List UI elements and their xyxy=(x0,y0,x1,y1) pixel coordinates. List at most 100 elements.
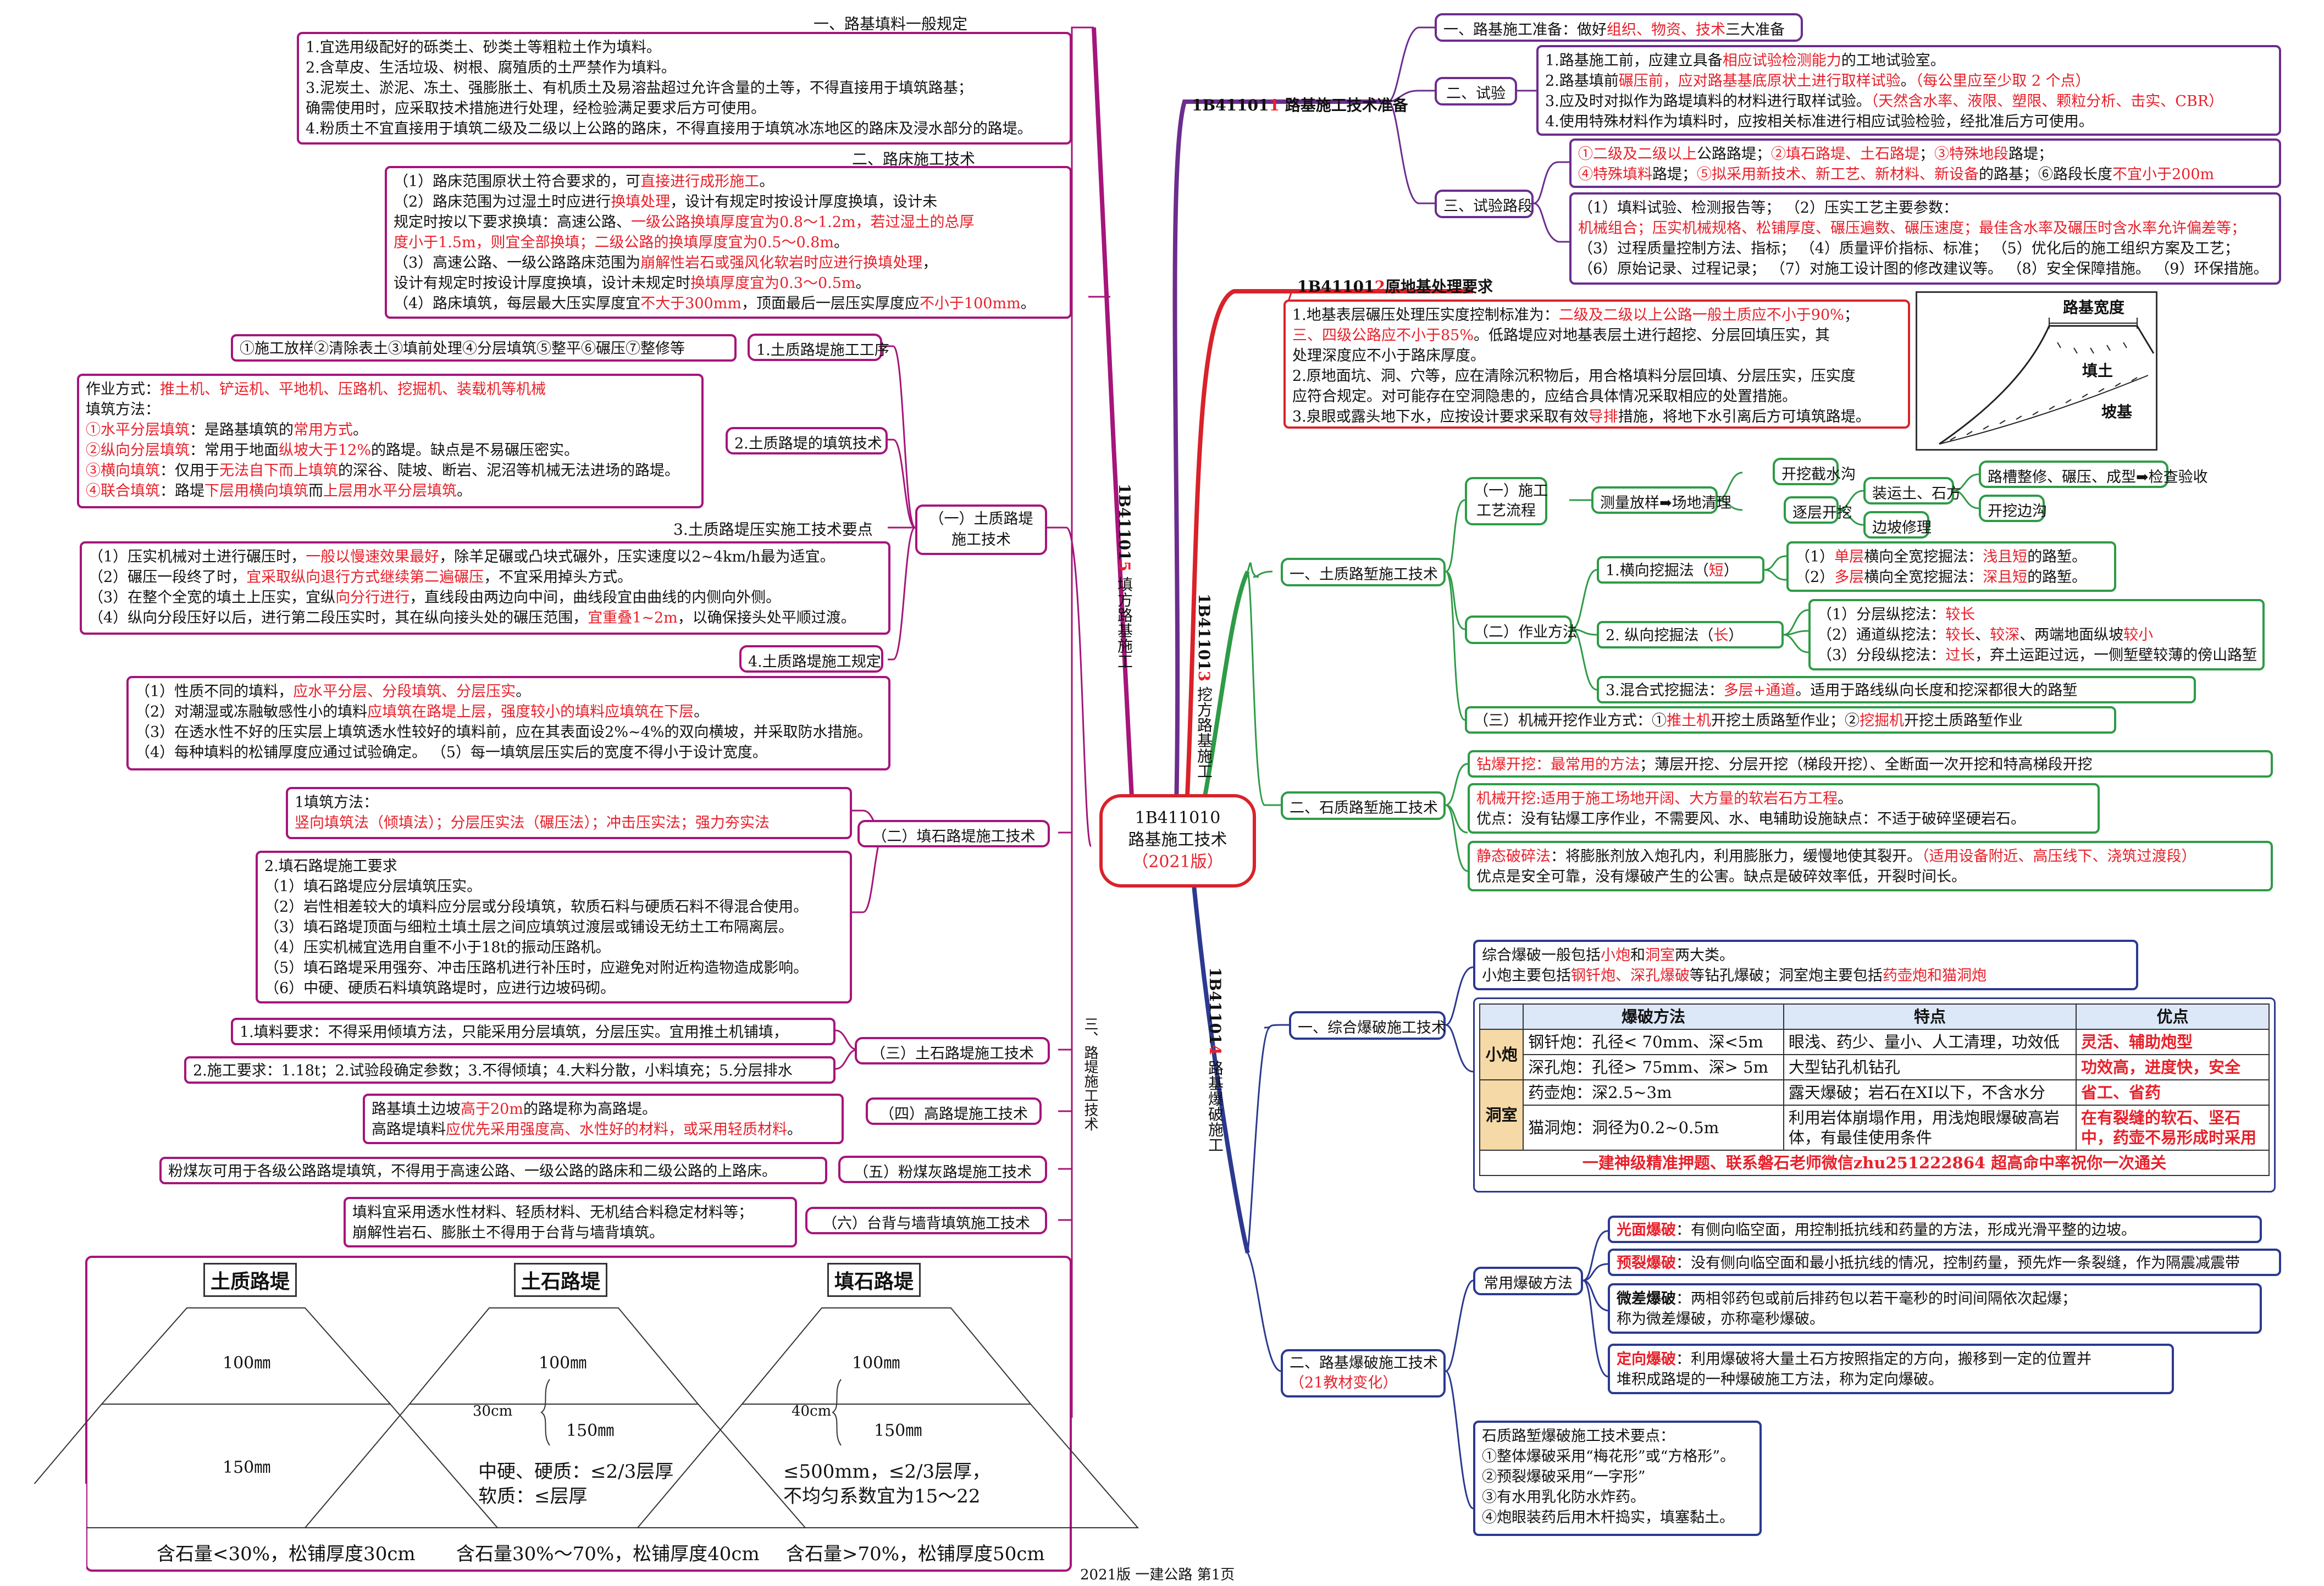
p3-label[interactable]: 三、试验路段 xyxy=(1435,190,1534,218)
dg3-l1: ≤500mm，≤2/3层厚， xyxy=(783,1461,991,1483)
center-year: （2021版） xyxy=(1132,852,1224,872)
sec3-title: 三、路堤施工技术 xyxy=(1082,1017,1098,1131)
hi-box: 路基填土边坡高于20m的路堤称为高路堤。 高路堤填料应优先采用强度高、水性好的材… xyxy=(363,1094,844,1144)
dg3-cap: 含石量>70%，松铺厚度50cm xyxy=(786,1543,1045,1565)
cb1-box: 光面爆破：有侧向临空面，用控制抵抗线和药量的方法，形成光滑平整的边坡。 xyxy=(1608,1216,2262,1243)
center-node[interactable]: 1B411010 路基施工技术 （2021版） xyxy=(1099,794,1256,888)
table-row: 猫洞炮：洞径为0.2~0.5m 利用岩体崩塌作用，用浅炮眼爆破高岩体，有最佳使用… xyxy=(1480,1105,2270,1151)
dg2-title: 土石路堤 xyxy=(514,1263,608,1297)
dg3-top: 100㎜ xyxy=(852,1354,900,1373)
n3-label[interactable]: 3.土质路堤压实施工技术要点 xyxy=(673,520,873,539)
cb4-box: 定向爆破：利用爆破将大量土石方按照指定的方向，搬移到一定的位置并 堆积成路堤的一… xyxy=(1608,1344,2174,1394)
page-footer: 2021版 一建公路 第1页 xyxy=(1080,1567,1235,1583)
p3-box-b: （1）填料试验、检测报告等； （2）压实工艺主要参数： 机械组合；压实机械规格、… xyxy=(1569,192,2281,285)
hi-label[interactable]: （四）高路堤施工技术 xyxy=(866,1097,1042,1125)
subgrade-sketch: 路基宽度 填土 坡基 xyxy=(1916,291,2157,451)
e1a-label[interactable]: （一）施工 工艺流程 xyxy=(1465,477,1548,525)
foundation-box: 1.地基表层碾压处理压实度控制标准为：二级及二级以上公路一般土质应不小于90%；… xyxy=(1283,300,1910,429)
p1-label[interactable]: 一、路基施工准备：做好组织、物资、技术三大准备 xyxy=(1435,13,1803,42)
center-code: 1B411010 xyxy=(1135,808,1221,828)
table-row: 深孔炮：孔径> 75mm、深> 5m 大型钻孔机钻孔 功效高，进度快，安全 xyxy=(1480,1054,2270,1080)
dg2-cap: 含石量30%～70%，松铺厚度40cm xyxy=(456,1543,760,1565)
dg2-30: 30cm xyxy=(473,1403,513,1419)
left-s1-title: 一、路基填料一般规定 xyxy=(814,15,968,33)
table-header-method: 爆破方法 xyxy=(1523,1003,1784,1030)
n2-box: 作业方式：推土机、铲运机、平地机、压路机、挖掘机、装载机等机械 填筑方法： ①水… xyxy=(77,374,704,508)
fa-box: 粉煤灰可用于各级公路路堤填筑，不得用于高速公路、一级公路的路床和二级公路的上路床… xyxy=(159,1157,827,1184)
bl2-label[interactable]: 二、路基爆破施工技术 （21教材变化） xyxy=(1281,1349,1446,1398)
blasting-table: 爆破方法 特点 优点 小炮 钢钎炮：孔径< 70mm、深<5m 眼浅、药少、量小… xyxy=(1479,1003,2270,1176)
s1-line-1: 1.宜选用级配好的砾类土、砂类土等粗粒土作为填料。 xyxy=(306,39,661,56)
s1-line-3: 3.泥炭土、淤泥、冻土、强膨胀土、有机质土及易溶盐超过允许含量的土等，不得直接用… xyxy=(306,80,973,97)
dg2-150: 150㎜ xyxy=(566,1421,615,1440)
bl1-label[interactable]: 一、综合爆破施工技术 xyxy=(1289,1011,1446,1040)
sketch-fill: 填土 xyxy=(2082,362,2113,380)
table-header-advantage: 优点 xyxy=(2076,1003,2270,1030)
left-s1-box: 1.宜选用级配好的砾类土、砂类土等粗粒土作为填料。 2.含草皮、生活垃圾、树根、… xyxy=(297,32,1072,145)
n3-box: （1）压实机械对土进行碾压时，一般以慢速效果最好，除羊足碾或凸块式碾外，压实速度… xyxy=(80,541,890,635)
sketch-title: 路基宽度 xyxy=(2063,298,2125,317)
dg2-l1: 中硬、硬质：≤2/3层厚 xyxy=(478,1461,674,1483)
fill-label[interactable]: （二）填石路堤施工技术 xyxy=(857,820,1050,847)
dg3-title: 填石路堤 xyxy=(827,1263,921,1297)
e1a-b3: 装运土、石方 xyxy=(1863,477,1961,504)
e1b-h1-box: 1.横向挖掘法（短） xyxy=(1597,556,1764,584)
ts2-box: 2.施工要求：1.18t；2.试验段确定参数；3.不得倾填；4.大料分散，小料填… xyxy=(184,1056,835,1084)
tb-label[interactable]: （六）台背与墙背填筑施工技术 xyxy=(805,1207,1047,1234)
dg1-bot: 150㎜ xyxy=(223,1458,271,1477)
e1a-box: 测量放样➡场地清理 xyxy=(1591,486,1731,514)
p2-label[interactable]: 二、试验 xyxy=(1435,77,1517,106)
table-row: 洞室 药壶炮：深2.5~3m 露天爆破；岩石在XI以下，不含水分 省工、省药 xyxy=(1479,1079,2270,1151)
e1a-b6: 开挖边沟 xyxy=(1979,495,2047,522)
dg3-l2: 不均匀系数宜为15～22 xyxy=(783,1485,981,1507)
ts-label[interactable]: （三）土石路堤施工技术 xyxy=(855,1037,1050,1064)
tb-box: 填料宜采用透水性材料、轻质材料、无机结合料稳定材料等； 崩解性岩石、膨胀土不得用… xyxy=(344,1197,797,1247)
pt-box: 石质路堑爆破施工技术要点： ①整体爆破采用“梅花形”或“方格形”。 ②预裂爆破采… xyxy=(1473,1421,1762,1536)
n1-label[interactable]: 1.土质路堤施工工序 xyxy=(748,334,889,361)
e1b-h2-detail: （1）分层纵挖法：较长 （2）通道纵挖法：较长、较深、两端地面纵坡较小 （3）分… xyxy=(1808,599,2265,670)
e2-box-3: 静态破碎法：将膨胀剂放入炮孔内，利用膨胀力，缓慢地使其裂开。（适用设备附近、高压… xyxy=(1468,841,2273,891)
branch-12-title[interactable]: 1B411012原地基处理要求 xyxy=(1297,278,1493,296)
dg1-title: 土质路堤 xyxy=(203,1263,297,1297)
left-s2-title: 二、路床施工技术 xyxy=(852,150,976,168)
e1-label[interactable]: 一、土质路堑施工技术 xyxy=(1281,558,1446,586)
e1b-h3-box: 3.混合式挖掘法：多层+通道。适用于路线纵向长度和挖深都很大的路堑 xyxy=(1597,676,2196,703)
e1a-b2: 逐层开挖 xyxy=(1784,496,1852,524)
branch-11-title[interactable]: 1B411011 路基施工技术准备 xyxy=(1192,96,1408,114)
table-header-feature: 特点 xyxy=(1783,1003,2077,1030)
diagram-clip-cover-left xyxy=(0,1484,86,1586)
embankment-diagram-panel xyxy=(85,1256,1072,1572)
branch-14-title[interactable]: 1B411014 路基爆破施工 xyxy=(1206,967,1224,1152)
e2-box-1: 钻爆开挖：最常用的方法；薄层开挖、分层开挖（梯段开挖）、全断面一次开挖和特高梯段… xyxy=(1468,750,2273,778)
n4-box: （1）性质不同的填料，应水平分层、分段填筑、分层压实。 （2）对潮湿或冻融敏感性… xyxy=(126,676,890,770)
e1c-box: （三）机械开挖作业方式：①推土机开挖土质路堑作业；②挖掘机开挖土质路堑作业 xyxy=(1465,706,2116,734)
n2-label[interactable]: 2.土质路堤的填筑技术 xyxy=(726,427,888,454)
n4-label[interactable]: 4.土质路堤施工规定 xyxy=(739,645,883,673)
fill2-box: 2.填石路堤施工要求 （1）填石路堤应分层填筑压实。 （2）岩性相差较大的填料应… xyxy=(256,851,852,1003)
sketch-slope: 坡基 xyxy=(2101,403,2133,421)
cb-label[interactable]: 常用爆破方法 xyxy=(1473,1267,1583,1295)
cb3-box: 微差爆破：两相邻药包或前后排药包以若干毫秒的时间间隔依次起爆； 称为微差爆破，亦… xyxy=(1608,1283,2262,1334)
fa-label[interactable]: （五）粉煤灰路堤施工技术 xyxy=(838,1156,1047,1183)
dg2-top: 100㎜ xyxy=(539,1354,587,1373)
e1a-b4: 边坡修理 xyxy=(1863,511,1932,539)
e1b-h2-box: 2. 纵向挖掘法（长） xyxy=(1597,621,1784,648)
table-row: 一建神级精准押题、联系磐石老师微信zhu251222864 超高命中率祝你一次通… xyxy=(1479,1150,2270,1176)
s1-line-4: 确需使用时，应采取技术措施进行处理，经检验满足要求后方可使用。 xyxy=(306,100,766,117)
blasting-table-wrap: 爆破方法 特点 优点 小炮 钢钎炮：孔径< 70mm、深<5m 眼浅、药少、量小… xyxy=(1473,997,2276,1193)
e1b-label[interactable]: （二）作业方法 xyxy=(1465,615,1578,644)
p3-box-a: ①二级及二级以上公路路堤；②填石路堤、土石路堤；③特殊地段路堤； ④特殊填料路堤… xyxy=(1569,138,2281,188)
dg3-150: 150㎜ xyxy=(874,1421,922,1440)
dg1-cap: 含石量<30%，松铺厚度30cm xyxy=(157,1543,416,1565)
cb2-box: 预裂爆破：没有侧向临空面和最小抵抗线的情况，控制药量，预先炸一条裂缝，作为隔震减… xyxy=(1608,1249,2281,1276)
p2-box: 1.路基施工前，应建立具备相应试验检测能力的工地试验室。 2.路基填前碾压前，应… xyxy=(1536,45,2281,136)
center-title: 路基施工技术 xyxy=(1128,830,1227,850)
soil-label[interactable]: （一）土质路堤 施工技术 xyxy=(915,504,1047,555)
ts1-box: 1.填料要求：不得采用倾填方法，只能采用分层填筑，分层压实。宜用推土机铺填， xyxy=(231,1018,835,1045)
e1a-b1: 开挖截水沟 xyxy=(1773,458,1856,485)
branch-15-title[interactable]: 1B411015 填方路基施工 xyxy=(1115,484,1133,669)
bl1-intro-box: 综合爆破一般包括小炮和洞室两大类。 小炮主要包括钢钎炮、深孔爆破等钻孔爆破；洞室… xyxy=(1473,940,2138,990)
e2-label[interactable]: 二、石质路堑施工技术 xyxy=(1281,791,1446,820)
branch-13-title[interactable]: 1B411013 挖方路基施工 xyxy=(1195,594,1213,779)
